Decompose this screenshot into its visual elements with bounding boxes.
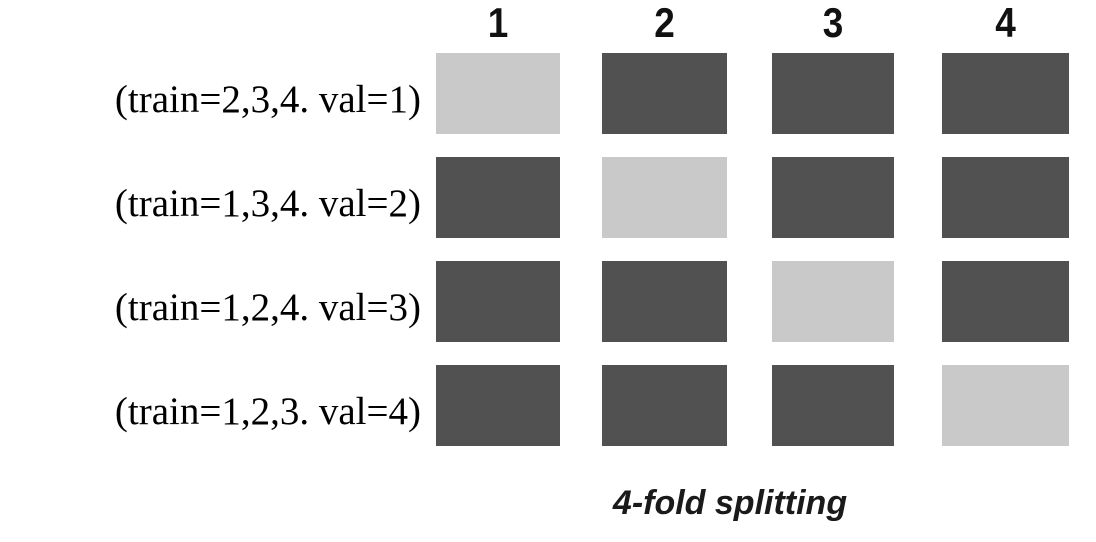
row-label-val-1: (train=2,3,4. val=1) bbox=[114, 78, 421, 121]
fold-cell-val bbox=[602, 157, 727, 238]
row-label-val-4: (train=1,2,3. val=4) bbox=[114, 390, 421, 433]
column-header-2: 2 bbox=[654, 0, 675, 46]
fold-cell-train bbox=[942, 53, 1069, 134]
row-label-val-2: (train=1,3,4. val=2) bbox=[114, 182, 421, 225]
diagram-caption: 4-fold splitting bbox=[612, 484, 848, 522]
row-label-val-3: (train=1,2,4. val=3) bbox=[114, 286, 421, 329]
fold-cell-train bbox=[602, 53, 727, 134]
fold-cell-train bbox=[772, 365, 894, 446]
fold-cell-train bbox=[436, 157, 560, 238]
fold-cell-train bbox=[436, 365, 560, 446]
fold-cell-val bbox=[436, 53, 560, 134]
fold-cell-train bbox=[436, 261, 560, 342]
column-header-4: 4 bbox=[995, 0, 1016, 46]
fold-cell-train bbox=[772, 157, 894, 238]
fold-cell-train bbox=[602, 365, 727, 446]
fold-cell-val bbox=[772, 261, 894, 342]
fold-cell-train bbox=[772, 53, 894, 134]
fold-cell-train bbox=[602, 261, 727, 342]
column-header-1: 1 bbox=[487, 0, 509, 46]
fold-cell-val bbox=[942, 365, 1069, 446]
fold-cell-train bbox=[942, 157, 1069, 238]
column-header-3: 3 bbox=[822, 0, 844, 46]
fold-cell-train bbox=[942, 261, 1069, 342]
